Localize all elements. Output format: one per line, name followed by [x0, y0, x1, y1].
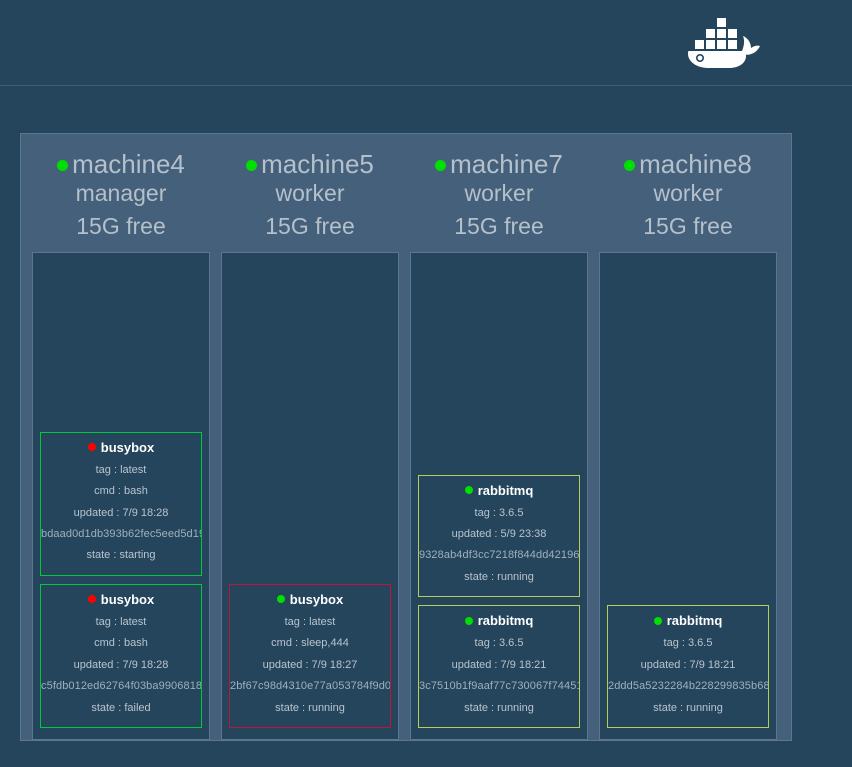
container-tag: tag : 3.6.5 [663, 637, 713, 650]
container-card[interactable]: rabbitmq tag : 3.6.5 updated : 5/9 23:38 93… [418, 474, 580, 598]
container-card[interactable]: rabbitmq tag : 3.6.5 updated : 7/9 18:21 2d… [607, 605, 769, 728]
node-status-dot-icon [435, 160, 447, 171]
node-status-dot-icon [246, 160, 258, 171]
container-updated: updated : 7/9 18:21 [640, 658, 736, 671]
container-cmd: cmd : sleep,444 [271, 637, 349, 650]
container-state: state : running [653, 701, 723, 714]
node-name: machine5 [261, 149, 374, 179]
container-state: state : starting [86, 549, 156, 562]
container-image-name: rabbitmq [666, 613, 723, 629]
container-id: 2bf67c98d4310e77a053784f9d03a04 [230, 680, 390, 693]
container-id: 3c7510b1f9aaf77c730067f74451e05 [419, 680, 579, 693]
node-memory: 15G free [643, 212, 733, 239]
container-updated: updated : 7/9 18:27 [262, 658, 358, 671]
container-title-row: rabbitmq [419, 483, 579, 498]
container-image-name: busybox [289, 591, 344, 607]
container-status-dot-icon [464, 486, 473, 494]
container-status-dot-icon [87, 443, 96, 452]
container-title-row: busybox [41, 440, 201, 455]
node-title-row: machine4 [32, 151, 210, 177]
node-role: worker [464, 180, 534, 206]
node-memory: 15G free [265, 212, 355, 239]
node-role: worker [275, 180, 345, 206]
node-containers-area: rabbitmq tag : 3.6.5 updated : 5/9 23:38 93… [410, 252, 588, 740]
node-memory: 15G free [76, 212, 166, 239]
container-state: state : running [464, 701, 534, 714]
container-title-row: busybox [41, 592, 201, 607]
container-updated: updated : 7/9 18:28 [73, 658, 169, 671]
container-status-dot-icon [653, 616, 662, 625]
app-header [0, 0, 852, 86]
node-memory: 15G free [454, 212, 544, 239]
container-card[interactable]: rabbitmq tag : 3.6.5 updated : 7/9 18:21 3c… [418, 605, 580, 728]
container-id: 2ddd5a5232284b228299835b6899ba [608, 680, 768, 693]
container-tag: tag : latest [95, 615, 147, 628]
container-image-name: rabbitmq [477, 482, 534, 498]
container-state: state : running [275, 701, 345, 714]
container-title-row: rabbitmq [608, 613, 768, 628]
container-id: bdaad0d1db393b62fec5eed5d19a66 [41, 527, 201, 540]
container-image-name: busybox [100, 591, 155, 607]
node-containers-area: rabbitmq tag : 3.6.5 updated : 7/9 18:21 2d… [599, 252, 777, 740]
node-status-dot-icon [624, 160, 636, 171]
docker-whale-logo [684, 10, 762, 72]
container-id: 9328ab4df3cc7218f844dd42196aab7 [419, 549, 579, 562]
container-state: state : failed [91, 701, 151, 714]
container-tag: tag : latest [284, 615, 336, 628]
node-status-dot-icon [57, 160, 69, 171]
container-status-dot-icon [87, 595, 96, 604]
container-state: state : running [464, 570, 534, 583]
container-cmd: cmd : bash [94, 485, 148, 498]
container-updated: updated : 7/9 18:21 [451, 658, 547, 671]
node-containers-area: busybox tag : latest cmd : sleep,444 update… [221, 252, 399, 740]
container-updated: updated : 5/9 23:38 [451, 527, 547, 540]
container-id: c5fdb012ed62764f03ba99068182430 [41, 680, 201, 693]
container-updated: updated : 7/9 18:28 [73, 506, 169, 519]
container-card[interactable]: busybox tag : latest cmd : bash updated : 7… [40, 431, 202, 576]
container-tag: tag : 3.6.5 [474, 506, 524, 519]
node-title-row: machine7 [410, 151, 588, 177]
node-role: manager [75, 180, 167, 206]
container-title-row: busybox [230, 592, 390, 607]
container-tag: tag : latest [95, 463, 147, 476]
container-cmd: cmd : bash [94, 637, 148, 650]
node-role: worker [653, 180, 723, 206]
container-card[interactable]: busybox tag : latest cmd : sleep,444 update… [229, 583, 391, 728]
node-containers-area: busybox tag : latest cmd : bash updated : 7… [32, 252, 210, 740]
node-title-row: machine5 [221, 151, 399, 177]
container-image-name: rabbitmq [477, 613, 534, 629]
container-card[interactable]: busybox tag : latest cmd : bash updated : 7… [40, 583, 202, 728]
node-title-row: machine8 [599, 151, 777, 177]
node-name: machine4 [72, 149, 185, 179]
node-name: machine7 [450, 149, 563, 179]
node-name: machine8 [639, 149, 752, 179]
container-image-name: busybox [100, 439, 155, 455]
container-status-dot-icon [464, 616, 473, 625]
container-status-dot-icon [276, 595, 285, 604]
container-tag: tag : 3.6.5 [474, 637, 524, 650]
container-title-row: rabbitmq [419, 613, 579, 628]
